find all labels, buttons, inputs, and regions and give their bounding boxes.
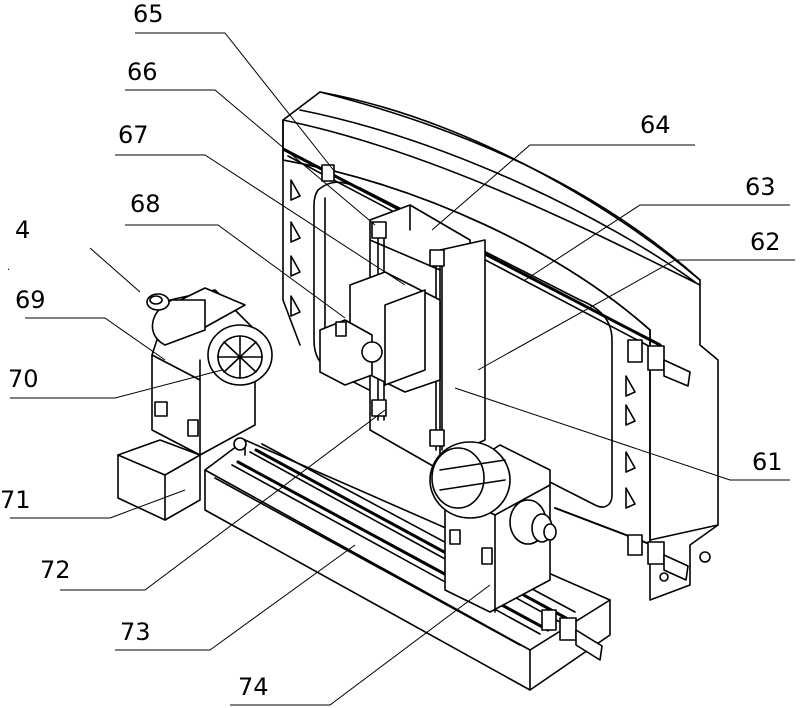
label-74: 74 (238, 673, 269, 701)
left-headstock (147, 288, 272, 455)
label-63: 63 (745, 173, 776, 201)
label-62: 62 (750, 228, 781, 256)
label-68: 68 (130, 190, 161, 218)
label-4: 4 (15, 216, 30, 244)
block-71 (118, 440, 200, 520)
label-64: 64 (640, 111, 671, 139)
label-61: 61 (752, 448, 783, 476)
label-70: 70 (8, 365, 39, 393)
svg-text:.: . (7, 262, 10, 273)
label-71: 71 (0, 486, 31, 514)
label-67: 67 (118, 121, 149, 149)
label-65: 65 (133, 0, 164, 28)
vertical-carriage (320, 205, 485, 470)
right-tailstock (430, 442, 556, 612)
label-69: 69 (15, 286, 46, 314)
label-66: 66 (127, 58, 158, 86)
label-72: 72 (40, 556, 71, 584)
label-73: 73 (120, 618, 151, 646)
